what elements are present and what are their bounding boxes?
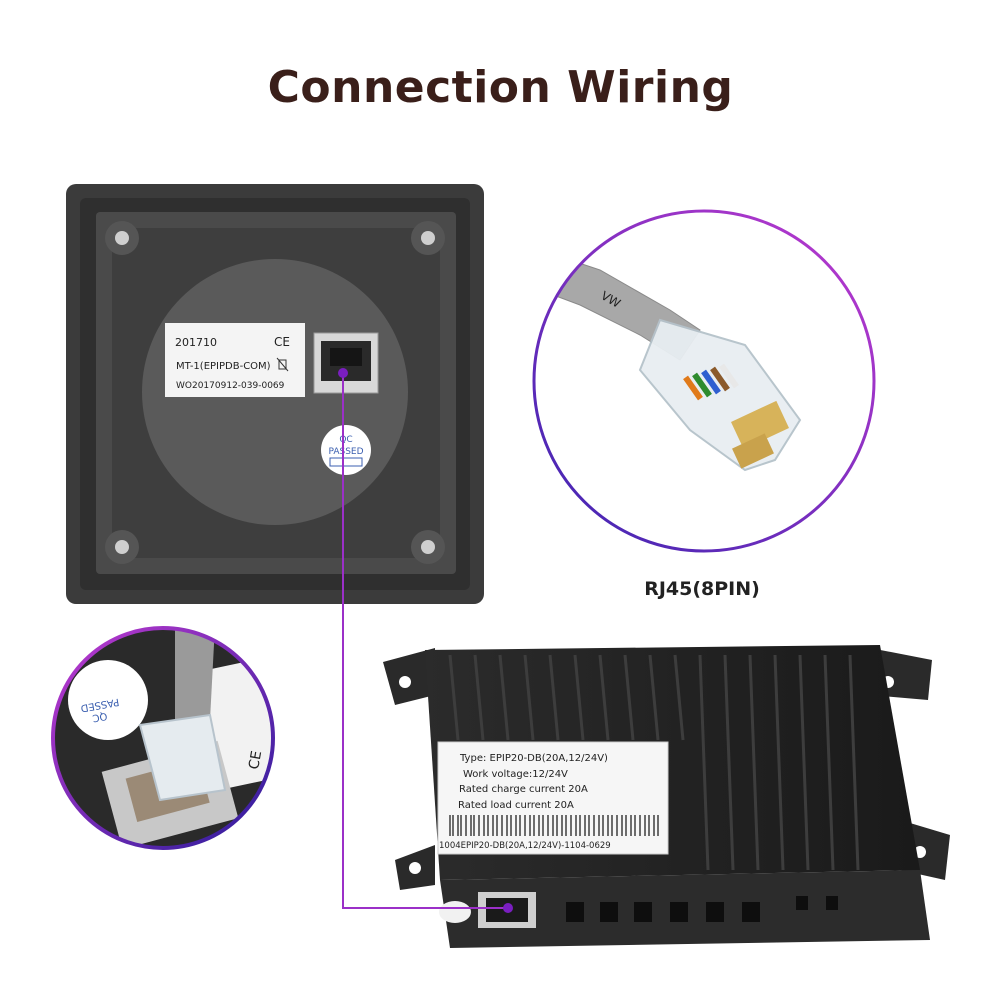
wire-end-dot [503, 903, 513, 913]
controller-terminals [566, 896, 838, 922]
page-title: Connection Wiring [267, 62, 734, 113]
meter-label: 201710 MT-1(EPIPDB-COM) WO20170912-039-0… [165, 323, 305, 397]
meter-label-model: MT-1(EPIPDB-COM) [176, 361, 271, 372]
wire-start-dot [338, 368, 348, 378]
plug-contacts [731, 400, 789, 469]
controller-charge-current: Rated charge current 20A [459, 784, 588, 795]
controller-voltage: Work voltage:12/24V [463, 769, 568, 780]
svg-text:CE: CE [246, 750, 265, 771]
screw-posts [105, 221, 445, 564]
meter-qc-sticker: QC PASSED [321, 425, 371, 475]
meter-label-date: 201710 [175, 336, 217, 349]
svg-text:QC: QC [339, 435, 352, 445]
connection-wire [338, 368, 513, 913]
weee-bin-icon [276, 357, 289, 372]
remote-meter: 201710 MT-1(EPIPDB-COM) WO20170912-039-0… [66, 184, 484, 604]
controller-barcode-text: 1004EPIP20-DB(20A,12/24V)-1104-0629 [439, 841, 611, 851]
svg-text:QC: QC [91, 710, 108, 723]
controller-qc-sticker [439, 901, 471, 923]
meter-rj45-port-icon [313, 332, 379, 394]
heatsink-fins [448, 654, 860, 871]
solar-controller: Type: EPIP20-DB(20A,12/24V) Work voltage… [383, 645, 950, 948]
svg-text:PASSED: PASSED [328, 447, 363, 457]
rj45-caption: RJ45(8PIN) [644, 578, 760, 600]
controller-label: Type: EPIP20-DB(20A,12/24V) Work voltage… [437, 741, 669, 855]
meter-label-serial: WO20170912-039-0069 [176, 381, 285, 391]
ce-mark-icon: CE [274, 335, 290, 349]
controller-type: Type: EPIP20-DB(20A,12/24V) [459, 753, 608, 764]
plug-wires [683, 363, 739, 401]
controller-rj45-port-icon [478, 892, 536, 928]
controller-load-current: Rated load current 20A [458, 800, 574, 811]
rj45-plug-zoom: VW [532, 209, 876, 553]
plug-inserted-zoom: CE QC PASSED [51, 626, 275, 850]
barcode [449, 815, 659, 836]
